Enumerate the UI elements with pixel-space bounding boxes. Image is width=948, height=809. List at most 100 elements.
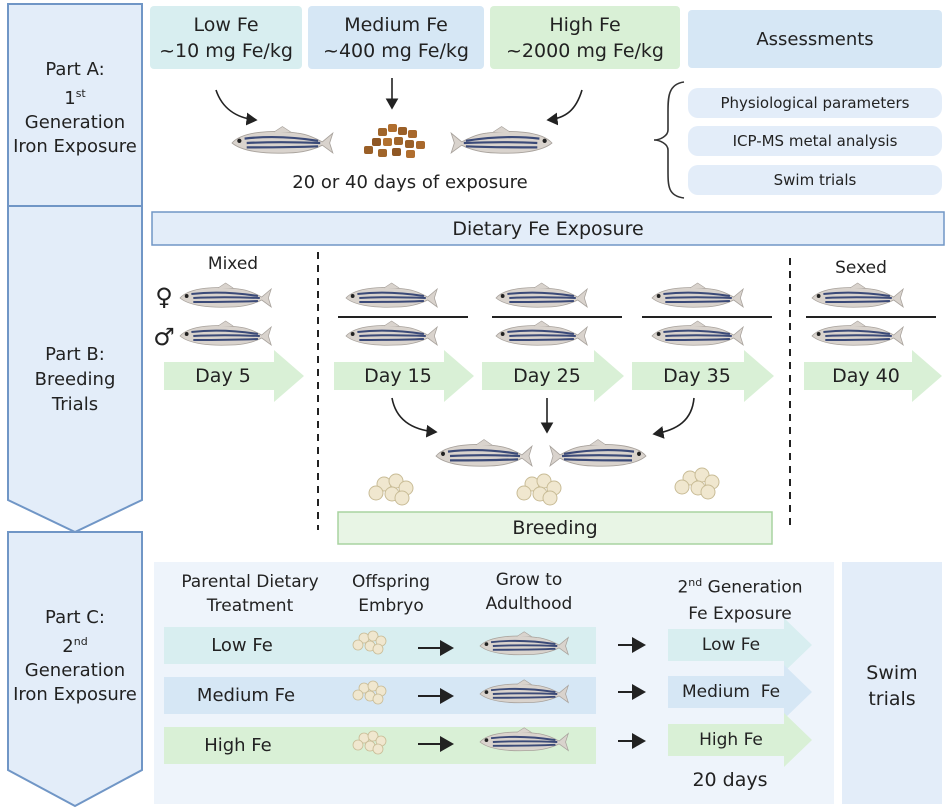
breed-arrow-left [391,397,438,438]
exp-low-label: Low Fe [701,635,761,655]
header-offspring-1: Offspring [351,572,431,592]
swim-trials-2: trials [868,688,916,710]
header-second-gen: 2nd Generation Fe Exposure [660,570,820,627]
header-grow-2: Adulthood [485,594,573,614]
assessment-3: Swim trials [773,171,857,189]
header-parental-1: Parental Dietary [181,572,319,592]
arrow-high [546,89,583,126]
fish-b-40-top [811,282,905,309]
header-second-gen-1: 2nd Generation [660,570,820,601]
day-arrow-25 [482,350,624,402]
part-c-title: Part C: [45,607,105,628]
header-second-sup: nd [688,576,703,589]
header-parental: Parental Dietary Treatment [160,570,340,618]
part-c-chevron [7,531,143,808]
eggs-1 [368,473,414,506]
assessment-pill-2 [688,126,942,156]
female-symbol-icon: ♀ [155,283,173,311]
part-b-label: Part B: Breeding Trials [8,342,142,417]
part-a-ordinal: 1st [8,82,142,111]
day-35-label: Day 35 [663,365,731,387]
part-c-ordinal: 2nd [8,630,142,659]
assessment-2: ICP-MS metal analysis [732,132,898,150]
part-b-trials: Trials [51,394,99,415]
fish-a-right [450,125,554,155]
fish-b-15-top [345,282,439,309]
day-arrow-5 [164,350,304,402]
row-low-label: Low Fe [211,635,273,656]
part-b-breeding: Breeding [34,369,116,390]
day-25-label: Day 25 [513,365,581,387]
high-fe-dose: ~2000 mg Fe/kg [506,39,664,62]
medium-fe-box [308,6,484,69]
fish-b-mixed-bottom [179,320,273,347]
fish-b-15-bottom [345,320,439,347]
exp-arrow-medium [668,665,812,719]
day-5-label: Day 5 [195,365,251,387]
exp-high-label: High Fe [699,730,763,750]
part-a-title: Part A: [45,59,105,80]
low-fe-dose: ~10 mg Fe/kg [159,39,293,62]
assessment-pill-1 [688,88,942,118]
male-symbol-icon: ♂ [153,323,175,351]
breeding-box [337,511,773,545]
fish-b-25-bottom [495,320,589,347]
low-fe-label: Low Fe ~10 mg Fe/kg [150,6,302,69]
assessments-box [688,10,942,68]
part-a-ordinal-sup: st [75,87,86,100]
part-a-generation: Generation [24,112,126,133]
assessments-title: Assessments [756,28,874,50]
high-fe-box [490,6,680,69]
assessment-pill-3 [688,165,942,195]
part-a-label: Part A: 1st Generation Iron Exposure [8,58,142,159]
fish-a-left [230,125,334,155]
part-c-ordinal-sup: nd [73,635,88,648]
part-c-ordinal-num: 2 [62,636,74,657]
part-b-title: Part B: [45,344,105,365]
sexed-label: Sexed [835,258,887,278]
part-c-label: Part C: 2nd Generation Iron Exposure [8,606,142,707]
exp-arrow-high [668,713,812,767]
part-a-iron: Iron Exposure [13,136,137,157]
header-grow: Grow to Adulthood [466,568,592,616]
dietary-fe-banner [151,211,945,246]
header-offspring: Offspring Embryo [336,570,446,618]
exp-arrow-low [668,618,812,672]
duration-label: 20 days [692,769,768,791]
day-15-label: Day 15 [364,365,432,387]
high-fe-label: High Fe ~2000 mg Fe/kg [490,6,680,69]
fish-breed-left [434,438,534,468]
eggs-3 [674,467,720,500]
header-second-gen-2: Fe Exposure [688,603,792,624]
fish-b-mixed-top [179,282,273,309]
fish-b-35-bottom [651,320,745,347]
header-parental-2: Treatment [206,596,294,616]
fish-breed-right [548,438,648,468]
medium-fe-name: Medium Fe [344,13,448,36]
medium-fe-dose: ~400 mg Fe/kg [323,39,469,62]
fish-b-40-bottom [811,320,905,347]
breed-arrow-right [652,397,695,439]
assessment-1: Physiological parameters [720,94,910,112]
arrow-low [215,89,258,126]
header-grow-1: Grow to [495,570,563,590]
swim-trials-label: Swim trials [842,660,942,712]
fish-b-35-top [651,282,745,309]
mixed-label: Mixed [207,254,259,274]
assessment-brace [653,81,685,199]
fish-b-25-top [495,282,589,309]
exposure-duration-text: 20 or 40 days of exposure [292,171,528,193]
part-c-generation: Generation [24,660,126,681]
dietary-fe-banner-text: Dietary Fe Exposure [452,217,644,240]
part-c-iron: Iron Exposure [13,684,137,705]
feed-pellets-icon [364,124,425,158]
medium-fe-label: Medium Fe ~400 mg Fe/kg [308,6,484,69]
low-fe-name: Low Fe [193,13,259,36]
high-fe-name: High Fe [549,13,621,36]
row-high-label: High Fe [204,735,272,756]
exp-medium-label: Medium Fe [681,682,781,702]
part-a-ordinal-num: 1 [64,88,76,109]
header-second-num: 2 [677,577,689,598]
low-fe-box [150,6,302,69]
